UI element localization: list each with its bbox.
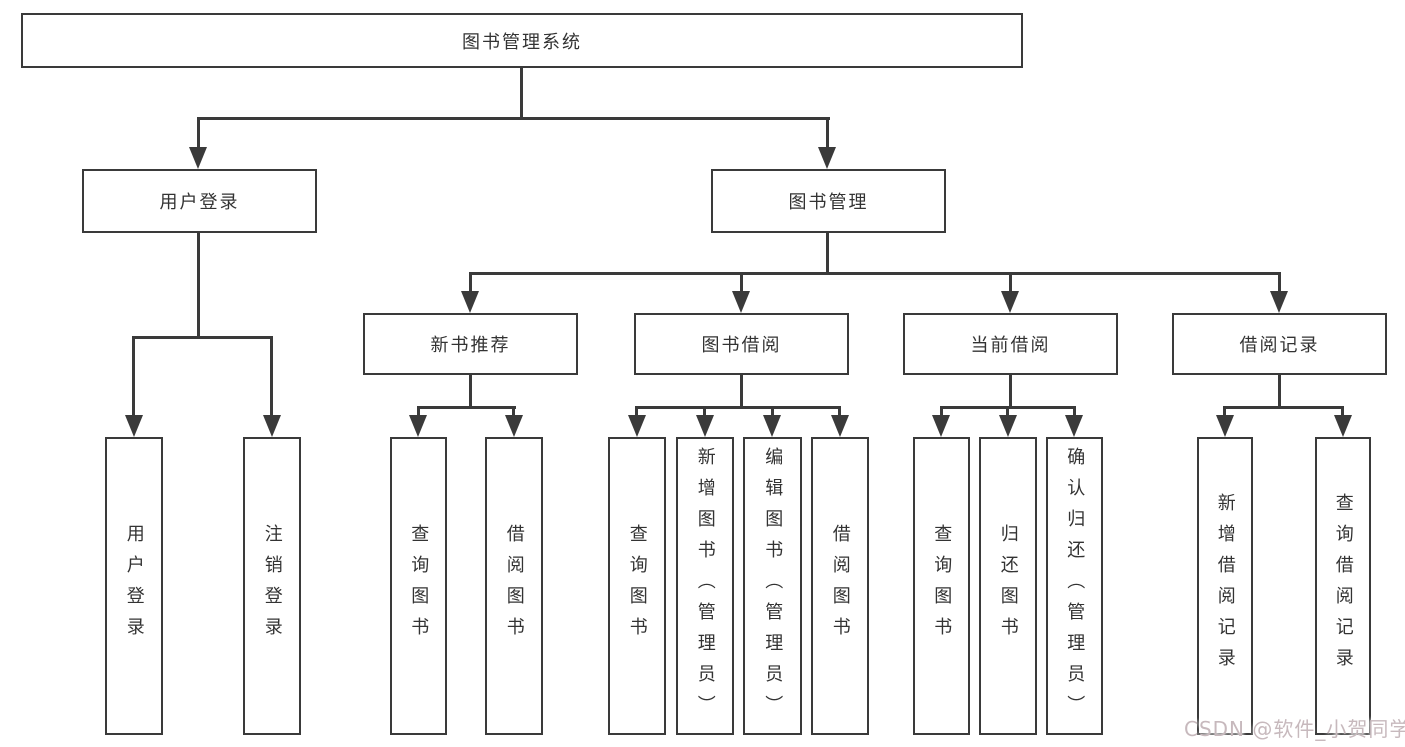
arrow-down-icon xyxy=(628,415,646,437)
leaf-logout-label: 注销登录 xyxy=(261,524,283,648)
leaf-current-confirm: 确认归还（管理员） xyxy=(1046,437,1103,735)
arrow-down-icon xyxy=(932,415,950,437)
leaf-borrow-query-label: 查询图书 xyxy=(626,524,648,648)
connector-segment xyxy=(635,406,638,417)
leaf-recommend-borrow: 借阅图书 xyxy=(485,437,543,735)
node-book-management: 图书管理 xyxy=(711,169,946,233)
connector-segment xyxy=(520,68,523,119)
leaf-borrow-borrow-label: 借阅图书 xyxy=(829,524,851,648)
arrow-down-icon xyxy=(409,415,427,437)
connector-segment xyxy=(469,272,1281,275)
connector-segment xyxy=(740,272,743,293)
arrow-down-icon xyxy=(189,147,207,169)
node-user-login-label: 用户登录 xyxy=(159,192,240,213)
node-book-management-label: 图书管理 xyxy=(788,192,869,213)
node-book-borrow: 图书借阅 xyxy=(634,313,849,375)
arrow-down-icon xyxy=(831,415,849,437)
connector-segment xyxy=(1278,375,1281,408)
connector-segment xyxy=(1009,272,1012,293)
leaf-borrow-query: 查询图书 xyxy=(608,437,666,735)
connector-segment xyxy=(771,406,774,417)
leaf-record-add-label: 新增借阅记录 xyxy=(1214,493,1236,679)
arrow-down-icon xyxy=(1270,291,1288,313)
leaf-current-query-label: 查询图书 xyxy=(931,524,953,648)
leaf-borrow-borrow: 借阅图书 xyxy=(811,437,869,735)
leaf-borrow-edit-label: 编辑图书（管理员） xyxy=(762,446,784,726)
arrow-down-icon xyxy=(1065,415,1083,437)
leaf-borrow-add: 新增图书（管理员） xyxy=(676,437,734,735)
arrow-down-icon xyxy=(1334,415,1352,437)
arrow-down-icon xyxy=(999,415,1017,437)
leaf-recommend-query: 查询图书 xyxy=(390,437,447,735)
connector-segment xyxy=(417,406,420,417)
connector-segment xyxy=(512,406,515,417)
leaf-user-login: 用户登录 xyxy=(105,437,163,735)
leaf-user-login-label: 用户登录 xyxy=(123,524,145,648)
connector-segment xyxy=(826,117,829,149)
node-book-borrow-label: 图书借阅 xyxy=(701,335,782,356)
node-borrow-record: 借阅记录 xyxy=(1172,313,1387,375)
leaf-current-query: 查询图书 xyxy=(913,437,970,735)
arrow-down-icon xyxy=(125,415,143,437)
leaf-record-add: 新增借阅记录 xyxy=(1197,437,1253,735)
leaf-current-confirm-label: 确认归还（管理员） xyxy=(1064,446,1086,726)
arrow-down-icon xyxy=(732,291,750,313)
connector-segment xyxy=(635,406,841,409)
arrow-down-icon xyxy=(763,415,781,437)
arrow-down-icon xyxy=(263,415,281,437)
arrow-down-icon xyxy=(696,415,714,437)
connector-segment xyxy=(703,406,706,417)
connector-segment xyxy=(197,117,200,149)
arrow-down-icon xyxy=(1001,291,1019,313)
leaf-logout: 注销登录 xyxy=(243,437,301,735)
node-root-label: 图书管理系统 xyxy=(462,31,582,53)
connector-segment xyxy=(1073,406,1076,417)
leaf-borrow-add-label: 新增图书（管理员） xyxy=(694,446,716,726)
node-borrow-record-label: 借阅记录 xyxy=(1239,335,1320,356)
connector-segment xyxy=(197,233,200,338)
connector-segment xyxy=(270,336,273,417)
watermark: CSDN @软件_小贺同学 xyxy=(1184,717,1405,741)
connector-segment xyxy=(469,375,472,408)
connector-segment xyxy=(826,233,829,274)
node-current-borrow-label: 当前借阅 xyxy=(970,335,1051,356)
node-current-borrow: 当前借阅 xyxy=(903,313,1118,375)
connector-segment xyxy=(740,375,743,408)
leaf-current-return: 归还图书 xyxy=(979,437,1037,735)
connector-segment xyxy=(132,336,135,417)
arrow-down-icon xyxy=(505,415,523,437)
leaf-recommend-query-label: 查询图书 xyxy=(408,524,430,648)
connector-segment xyxy=(1006,406,1009,417)
connector-segment xyxy=(132,336,273,339)
connector-segment xyxy=(838,406,841,417)
leaf-current-return-label: 归还图书 xyxy=(997,524,1019,648)
connector-segment xyxy=(197,117,830,120)
leaf-borrow-edit: 编辑图书（管理员） xyxy=(743,437,802,735)
node-new-book-recommend-label: 新书推荐 xyxy=(430,335,511,356)
connector-segment xyxy=(940,406,943,417)
node-new-book-recommend: 新书推荐 xyxy=(363,313,578,375)
connector-segment xyxy=(1341,406,1344,417)
leaf-record-query-label: 查询借阅记录 xyxy=(1332,493,1354,679)
connector-segment xyxy=(417,406,516,409)
arrow-down-icon xyxy=(818,147,836,169)
arrow-down-icon xyxy=(1216,415,1234,437)
connector-segment xyxy=(1223,406,1344,409)
arrow-down-icon xyxy=(461,291,479,313)
node-user-login: 用户登录 xyxy=(82,169,317,233)
connector-segment xyxy=(469,272,472,293)
leaf-record-query: 查询借阅记录 xyxy=(1315,437,1371,735)
connector-segment xyxy=(1223,406,1226,417)
node-root: 图书管理系统 xyxy=(21,13,1023,68)
leaf-recommend-borrow-label: 借阅图书 xyxy=(503,524,525,648)
connector-segment xyxy=(1278,272,1281,293)
connector-segment xyxy=(1009,375,1012,408)
